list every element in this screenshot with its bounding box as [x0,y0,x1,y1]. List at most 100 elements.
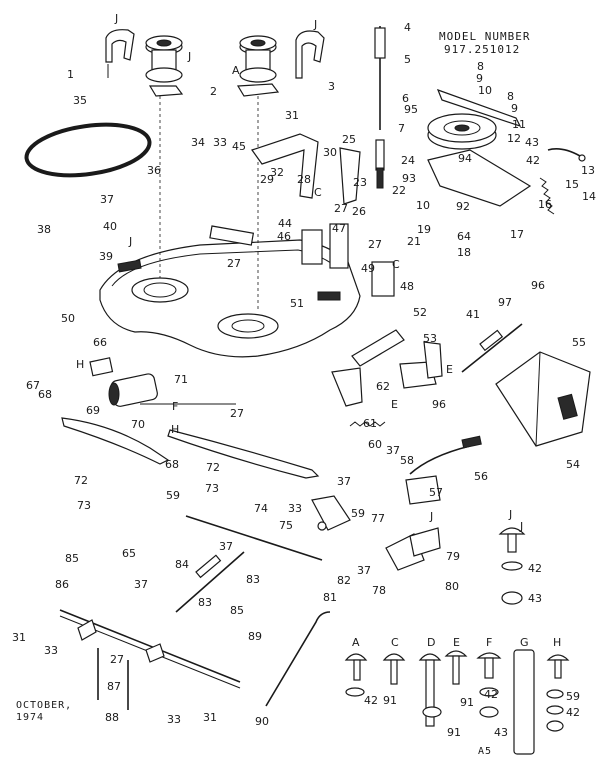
lift-rod [374,26,386,189]
model-label: MODEL NUMBER [439,30,530,43]
mower-deck-housing [99,239,361,358]
legend-key-j: J [508,508,512,521]
callout-23: 23 [353,176,367,189]
callout-95: 95 [404,103,418,116]
letter-j-3: J [313,18,317,31]
callout-90: 90 [255,715,269,728]
callout-2: 2 [210,85,217,98]
letter-h-2: H [171,423,179,436]
reference-letters: J J J J J J A C C H H E E F [76,12,523,533]
callout-14: 14 [582,190,596,203]
idler-pulley-assembly [427,88,532,207]
letter-c-2: C [392,258,400,271]
callout-39: 39 [99,250,113,263]
callout-19: 19 [417,223,431,236]
callout-27d: 27 [230,407,244,420]
callout-81: 81 [323,591,337,604]
callout-32: 32 [270,166,284,179]
callout-37a: 37 [100,193,114,206]
drag-link-81 [265,611,331,707]
chute-rod [461,323,523,373]
front-brackets [331,329,443,407]
callout-67: 67 [26,379,40,392]
callout-65: 65 [122,547,136,560]
callout-52: 52 [413,306,427,319]
letter-a: A [232,64,240,77]
callout-91b: 91 [447,726,461,739]
rear-axle [59,609,241,710]
callout-16: 16 [538,198,552,211]
callout-94: 94 [458,152,472,165]
footer-page-code: A5 [478,746,492,757]
callout-37b: 37 [386,444,400,457]
callout-83b: 83 [198,596,212,609]
callout-36: 36 [147,164,161,177]
callout-53: 53 [423,332,437,345]
callout-42e: 42 [566,706,580,719]
callout-59c: 59 [566,690,580,703]
callout-5: 5 [404,53,411,66]
legend-key-d: D [427,636,435,649]
callout-18: 18 [457,246,471,259]
footer-date-month: OCTOBER, [16,700,72,711]
callout-44: 44 [278,217,292,230]
lower-linkage [175,495,351,613]
callout-73a: 73 [77,499,91,512]
callout-21: 21 [407,235,421,248]
callout-47: 47 [332,222,346,235]
legend-key-a: A [352,636,360,649]
pulley-left [145,35,184,97]
callout-3: 3 [328,80,335,93]
lift-spring [349,421,386,427]
callout-64: 64 [457,230,471,243]
callout-4: 4 [404,21,411,34]
callout-labels: 1 2 3 4 5 6 7 8 8 9 9 10 10 11 12 13 14 … [12,21,596,739]
callout-68a: 68 [38,388,52,401]
callout-37e: 37 [134,578,148,591]
callout-37c: 37 [337,475,351,488]
legend-key-e: E [453,636,460,649]
callout-82: 82 [337,574,351,587]
callout-91c: 91 [460,696,474,709]
letter-h-1: H [76,358,84,371]
callout-79: 79 [446,550,460,563]
callout-70: 70 [131,418,145,431]
callout-84: 84 [175,558,189,571]
callout-28: 28 [297,173,311,186]
callout-33a: 33 [213,136,227,149]
callout-42b: 42 [528,562,542,575]
deck-hanger [209,223,395,297]
callout-40: 40 [103,220,117,233]
blade-right [167,429,320,479]
callout-71: 71 [174,373,188,386]
callout-8b: 8 [507,90,514,103]
legend-key-g: G [520,636,529,649]
letter-j-5: J [519,520,523,533]
callout-50: 50 [61,312,75,325]
callout-42a: 42 [526,154,540,167]
callout-96b: 96 [432,398,446,411]
callout-62: 62 [376,380,390,393]
callout-75: 75 [279,519,293,532]
callout-78: 78 [372,584,386,597]
callout-42c: 42 [364,694,378,707]
callout-27a: 27 [334,202,348,215]
callout-42d: 42 [484,688,498,701]
callout-68b: 68 [165,458,179,471]
callout-9b: 9 [511,102,518,115]
letter-c-1: C [314,186,322,199]
callout-57: 57 [429,486,443,499]
callout-59b: 59 [351,507,365,520]
callout-24: 24 [401,154,415,167]
callout-55: 55 [572,336,586,349]
callout-37f: 37 [357,564,371,577]
callout-89: 89 [248,630,262,643]
spindle-housing [89,357,158,407]
callout-80: 80 [445,580,459,593]
lift-bracket [251,133,361,205]
callout-22: 22 [392,184,406,197]
callout-10b: 10 [416,199,430,212]
letter-e-2: E [446,363,453,376]
letter-j-4: J [128,235,132,248]
